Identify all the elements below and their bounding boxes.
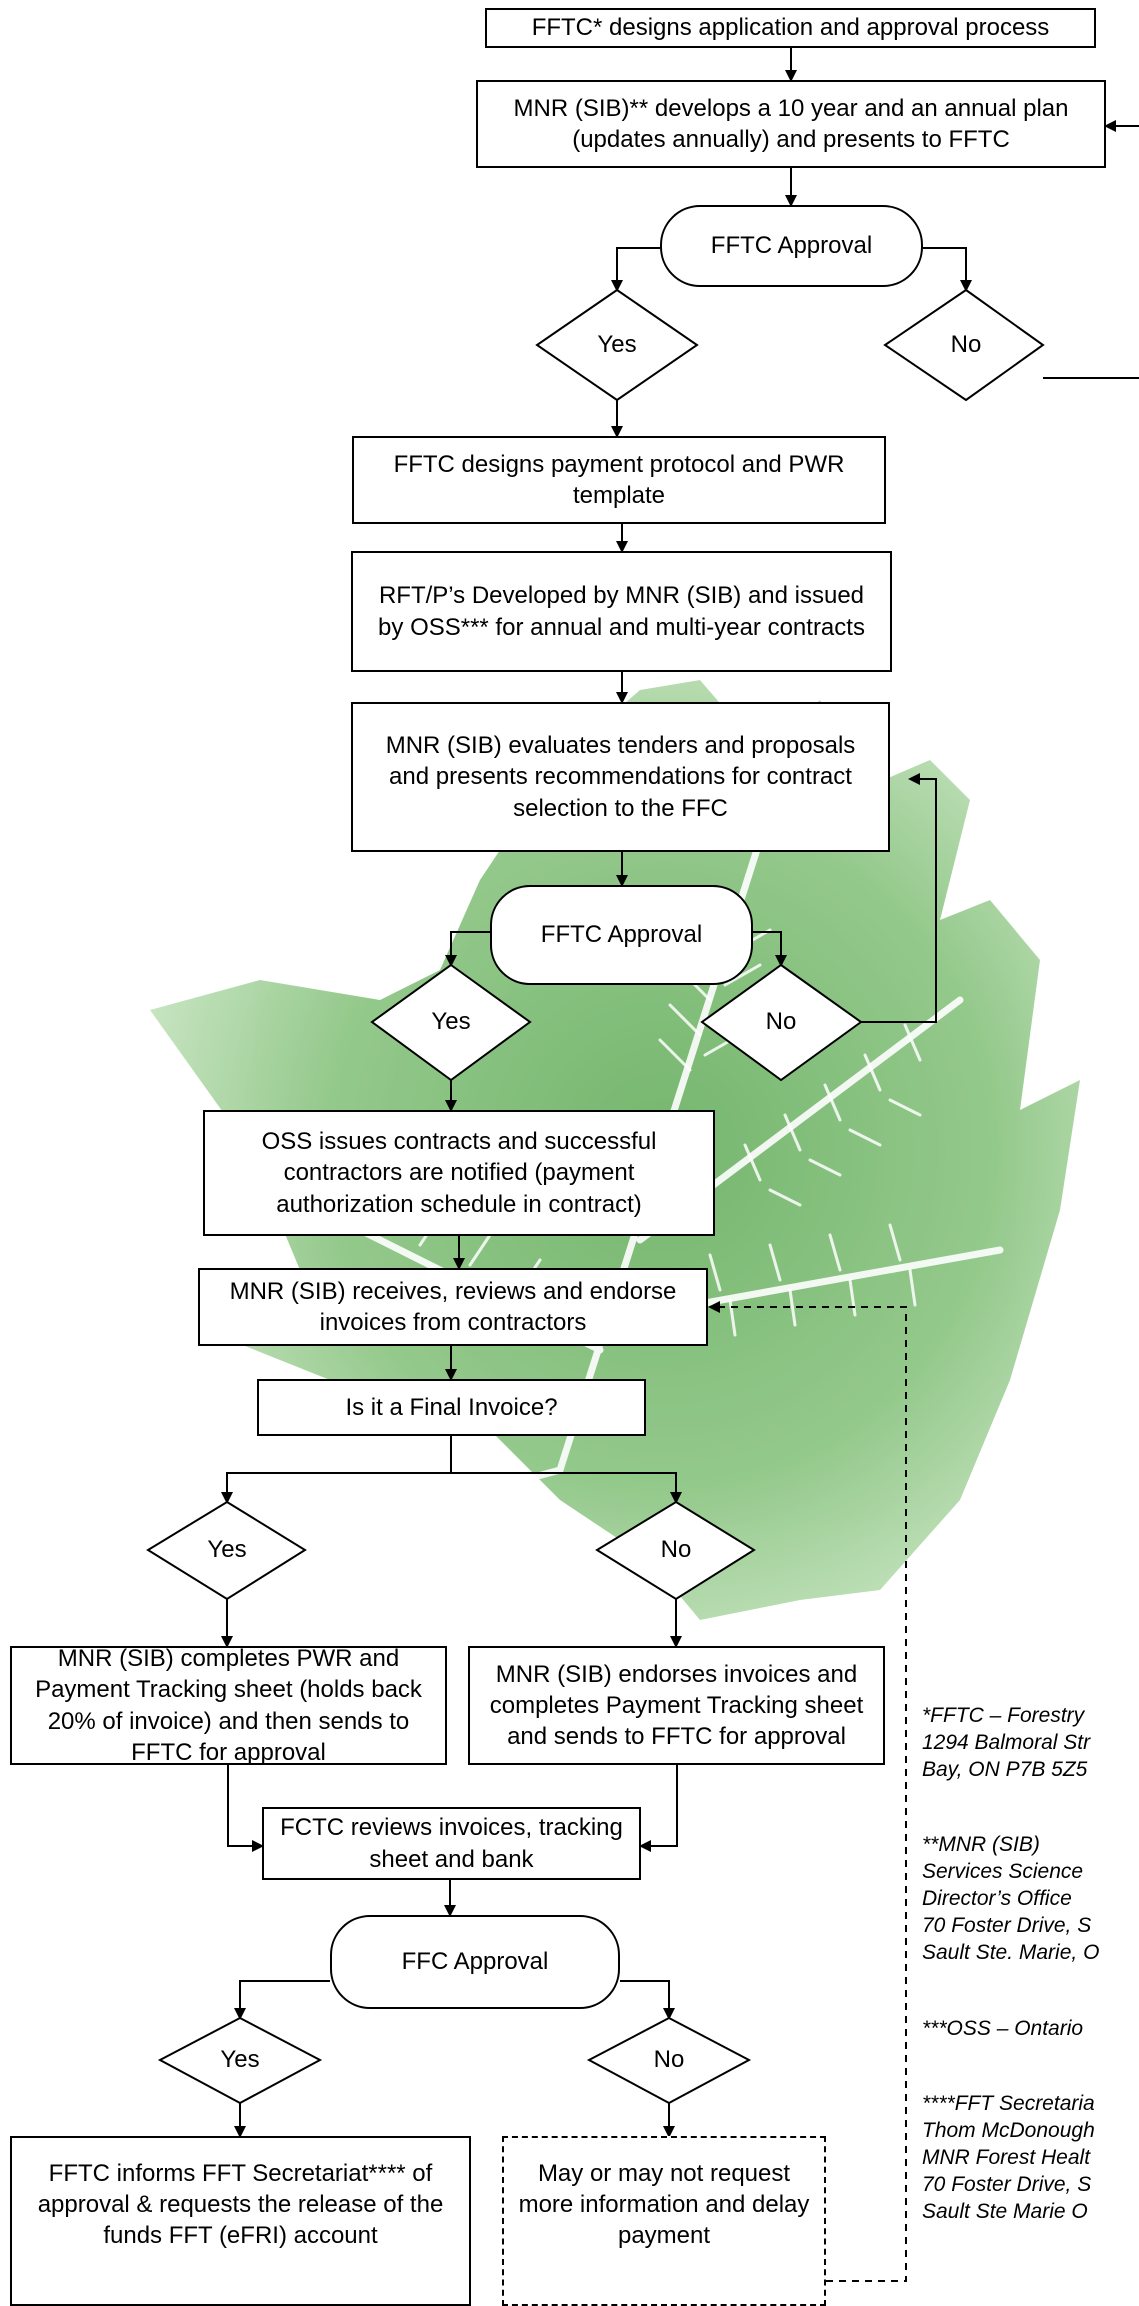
decision-no-2	[700, 963, 863, 1082]
decision-yes-4	[157, 2016, 323, 2105]
decision-no-3	[595, 1500, 756, 1601]
label-no-1: No	[950, 331, 982, 358]
step-design-process: FFTC* designs application and approval p…	[485, 8, 1096, 48]
step-fctc-review: FCTC reviews invoices, tracking sheet an…	[262, 1807, 641, 1880]
label-yes-1: Yes	[597, 331, 637, 358]
step-receive-invoices: MNR (SIB) receives, reviews and endorse …	[198, 1268, 708, 1346]
step-evaluate: MNR (SIB) evaluates tenders and proposal…	[351, 702, 890, 852]
decision-diamonds	[146, 288, 1045, 2105]
dashed-feedback-connector	[708, 1301, 907, 2282]
step-rfp: RFT/P’s Developed by MNR (SIB) and issue…	[351, 551, 892, 672]
decision-yes-2	[370, 963, 532, 1082]
step-inform-secretariat: FFTC informs FFT Secretariat**** of appr…	[10, 2136, 471, 2306]
label-yes-4: Yes	[220, 2046, 260, 2073]
decision-yes-3	[146, 1500, 307, 1601]
step-develop-plan: MNR (SIB)** develops a 10 year and an an…	[476, 80, 1106, 168]
step-request-info: May or may not request more information …	[502, 2136, 826, 2306]
step-endorse-invoices: MNR (SIB) endorses invoices and complete…	[468, 1646, 885, 1765]
step-final-invoice: Is it a Final Invoice?	[257, 1379, 646, 1436]
step-issue-contracts: OSS issues contracts and successful cont…	[203, 1110, 715, 1236]
decision-no-4	[586, 2016, 752, 2105]
decision-yes-1	[535, 288, 699, 402]
terminator-fftc-approval-2: FFTC Approval	[490, 885, 753, 985]
footnotes: *FFTC – Forestry 1294 Balmoral Str Bay, …	[922, 1676, 1139, 2275]
label-yes-2: Yes	[431, 1008, 471, 1035]
label-no-3: No	[660, 1536, 692, 1563]
label-no-4: No	[653, 2046, 685, 2073]
footnote-oss: ***OSS – Ontario	[922, 2016, 1084, 2040]
terminator-fftc-approval-1: FFTC Approval	[660, 205, 923, 287]
terminator-ffc-approval: FFC Approval	[330, 1915, 620, 2009]
decision-no-1	[883, 288, 1045, 402]
connectors	[221, 48, 1139, 2138]
footnote-mnr-sib: **MNR (SIB) Services Science Director’s …	[922, 1833, 1100, 1964]
label-no-2: No	[765, 1008, 797, 1035]
label-yes-3: Yes	[207, 1536, 247, 1563]
footnote-fftc: *FFTC – Forestry 1294 Balmoral Str Bay, …	[922, 1703, 1091, 1781]
step-payment-protocol: FFTC designs payment protocol and PWR te…	[352, 436, 886, 524]
footnote-fft-secretariat: ****FFT Secretaria Thom McDonough MNR Fo…	[922, 2092, 1095, 2223]
step-complete-pwr: MNR (SIB) completes PWR and Payment Trac…	[10, 1645, 447, 1766]
